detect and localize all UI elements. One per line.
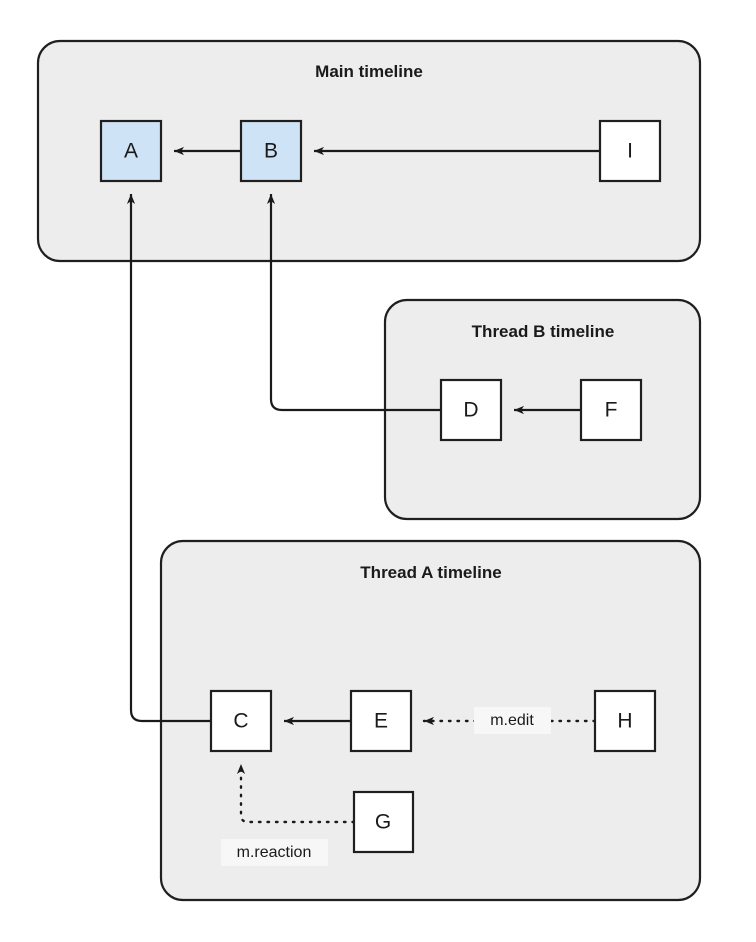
node-h[interactable]: H <box>593 689 657 753</box>
node-f[interactable]: F <box>579 378 643 442</box>
group-thread-b-timeline-title: Thread B timeline <box>472 322 615 341</box>
node-d-label: D <box>463 399 478 422</box>
edge-c-to-a[interactable] <box>126 194 211 723</box>
edge-label-m-reaction: m.reaction <box>221 839 328 866</box>
edge-label-m-reaction-text: m.reaction <box>237 844 312 861</box>
edge-d-to-b-line <box>266 194 441 412</box>
node-a-box <box>99 119 163 183</box>
node-d-box <box>439 378 503 442</box>
edge-label-m-edit-text: m.edit <box>490 712 534 729</box>
edge-g-to-c[interactable] <box>236 762 356 824</box>
node-b-label: B <box>264 140 278 163</box>
group-main-timeline-title: Main timeline <box>315 62 423 81</box>
node-h-box <box>593 689 657 753</box>
node-b[interactable]: B <box>239 119 303 183</box>
edge-g-to-c-line <box>236 762 356 824</box>
node-e-box <box>349 689 413 753</box>
node-e[interactable]: E <box>349 689 413 753</box>
node-g-box <box>352 790 415 854</box>
edge-label-m-edit: m.edit <box>474 707 551 734</box>
node-i[interactable]: I <box>598 119 662 183</box>
node-d[interactable]: D <box>439 378 503 442</box>
edge-d-to-b[interactable] <box>266 194 441 412</box>
node-f-box <box>579 378 643 442</box>
node-f-label: F <box>605 399 618 422</box>
node-g[interactable]: G <box>352 790 415 854</box>
node-i-label: I <box>627 140 633 163</box>
node-h-label: H <box>617 710 632 733</box>
node-a[interactable]: A <box>99 119 163 183</box>
node-c-label: C <box>233 710 248 733</box>
node-g-label: G <box>375 811 391 834</box>
node-e-label: E <box>374 710 388 733</box>
edge-label-m-reaction-bg <box>221 839 328 866</box>
node-b-box <box>239 119 303 183</box>
node-i-box <box>598 119 662 183</box>
group-thread-a-timeline-title: Thread A timeline <box>360 563 501 582</box>
edge-c-to-a-line <box>126 194 211 723</box>
edge-label-m-edit-bg <box>474 707 551 734</box>
node-c[interactable]: C <box>209 689 273 753</box>
node-c-box <box>209 689 273 753</box>
node-a-label: A <box>124 140 138 163</box>
